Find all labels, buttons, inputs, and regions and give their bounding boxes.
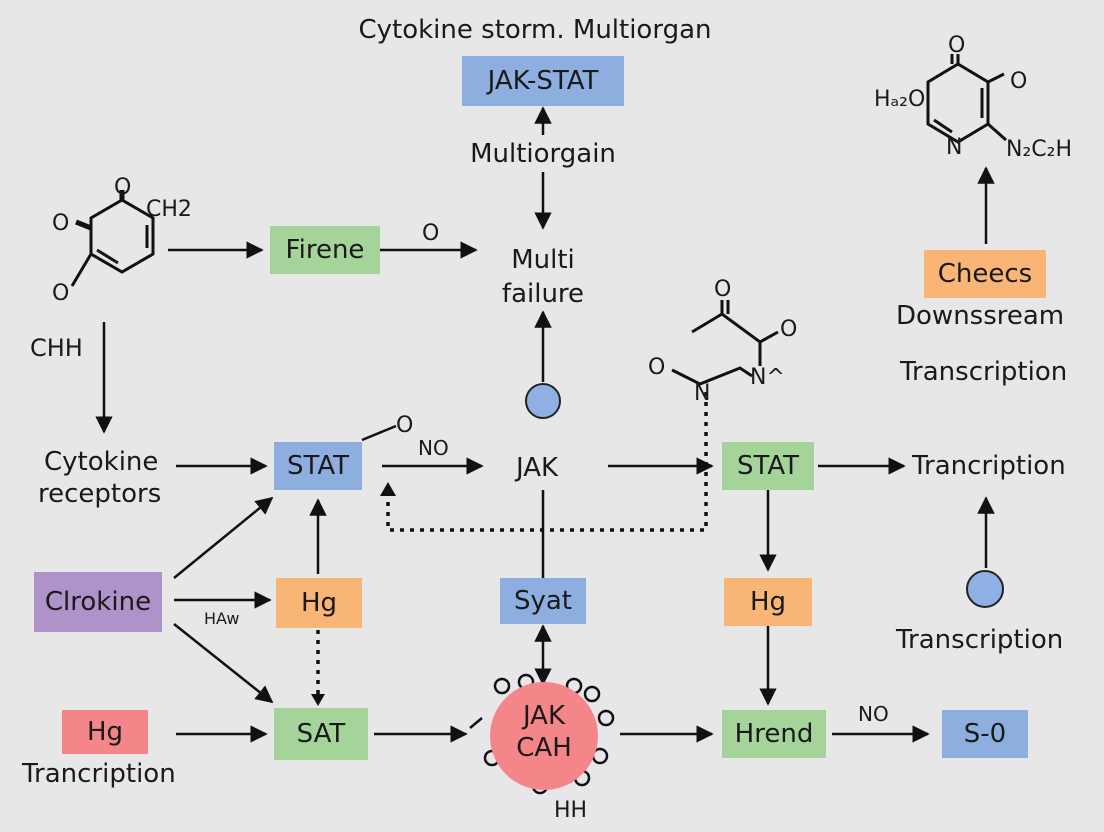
label-receptors: receptors — [38, 479, 162, 509]
label-cytokine: Cytokine — [44, 447, 159, 477]
label-transcription-right-1: Transcription — [900, 357, 1068, 387]
mol-right-h2o: Hₐ₂O — [874, 87, 926, 112]
box-firene: Firene — [270, 226, 380, 274]
label-haw: HAw — [204, 609, 240, 628]
mol-left-o-bottom: O — [52, 281, 70, 306]
box-clrokine: Clrokine — [34, 572, 162, 632]
mol-left-o-left: O — [52, 211, 70, 236]
node-circle-mid — [525, 383, 561, 419]
box-sat: SAT — [274, 708, 368, 760]
mol-left-o-top: O — [114, 175, 132, 200]
dotted-arrowhead — [380, 482, 396, 496]
mol-mid-n1: N — [694, 381, 711, 406]
dotted-hg-sat-head — [311, 694, 325, 706]
label-trancription-right: Trancription — [912, 451, 1066, 481]
jak-cah-node — [490, 682, 598, 790]
label-transcription-right-2: Transcription — [896, 625, 1064, 655]
label-chh: CHH — [30, 334, 83, 362]
label-no-hrend: NO — [858, 702, 889, 726]
box-jak-stat: JAK-STAT — [462, 56, 624, 106]
box-stat-right: STAT — [722, 442, 814, 490]
mol-right-o-top: O — [948, 33, 966, 58]
box-stat-left: STAT — [274, 442, 362, 490]
label-downsream: Downssream — [896, 301, 1065, 331]
box-cheecs: Cheecs — [924, 250, 1046, 298]
mol-right-o-right: O — [1010, 69, 1028, 94]
hh-label: HH — [554, 798, 588, 823]
mol-mid-o-left: O — [648, 355, 666, 380]
box-hg-mid: Hg — [276, 578, 362, 628]
arrow-clrokine-stat — [173, 496, 274, 579]
mol-right-n: N — [946, 135, 963, 160]
mol-mid-n2: N^ — [750, 365, 785, 390]
jak-cah-label-1: JAK — [522, 701, 566, 731]
box-hrend: Hrend — [722, 710, 826, 758]
molecule-left — [70, 190, 155, 287]
label-multi: Multi — [511, 245, 575, 275]
label-trancription-bottom: Trancription — [22, 759, 176, 789]
box-syat: Syat — [500, 578, 586, 624]
label-o-firene: O — [422, 221, 440, 246]
label-jak: JAK — [516, 453, 559, 483]
diagram-title: Cytokine storm. Multiorgan — [358, 15, 712, 45]
dotted-loop — [386, 392, 708, 532]
label-o-stat: O — [396, 413, 414, 438]
arrow-clrokine-sat — [173, 623, 274, 704]
label-multiorgain: Multiorgain — [470, 139, 616, 169]
mol-right-n2c2h: N₂C₂H — [1006, 137, 1072, 162]
mol-mid-o-right: O — [780, 317, 798, 342]
molecule-right — [926, 54, 1007, 144]
label-no-stat: NO — [418, 436, 449, 460]
box-hg-right: Hg — [724, 578, 812, 626]
mol-left-ch2: CH2 — [146, 197, 192, 222]
molecule-middle — [671, 300, 779, 386]
label-failure: failure — [501, 279, 585, 309]
box-hg-left: Hg — [62, 710, 148, 754]
box-s0: S-0 — [942, 710, 1028, 758]
node-circle-right — [966, 570, 1004, 608]
jak-cah-label-2: CAH — [516, 733, 572, 763]
mol-mid-o-top: O — [714, 277, 732, 302]
bond-stat-o — [361, 424, 397, 442]
